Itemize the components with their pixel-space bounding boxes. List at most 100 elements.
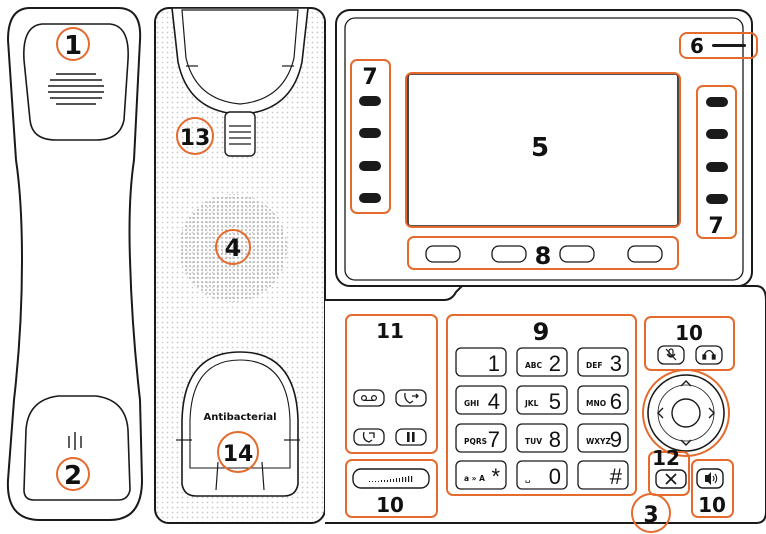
transfer-key — [395, 389, 427, 407]
dial-key-letters: JKL — [524, 399, 539, 408]
dial-key-digit: 9 — [610, 427, 622, 452]
nav-down-icon — [680, 439, 692, 446]
speakerphone-key[interactable] — [696, 468, 724, 489]
line-key-8 — [706, 194, 728, 204]
callout-box-12 — [648, 451, 690, 496]
line-key-7 — [706, 162, 728, 172]
line-key-5 — [706, 97, 728, 107]
dial-key-digit: 8 — [549, 427, 561, 452]
mute-key[interactable] — [657, 345, 685, 365]
left-line-keys[interactable] — [359, 96, 381, 203]
callout-boxes — [56, 27, 758, 533]
line-key-2 — [359, 128, 381, 138]
callout-circle-3 — [631, 493, 671, 533]
line-key-6 — [706, 129, 728, 139]
line-key-3 — [359, 161, 381, 171]
callout-box-5 — [405, 72, 681, 228]
dial-key-letters: PQRS — [464, 437, 487, 446]
callout-circle-1 — [56, 27, 90, 61]
dial-key-letters: DEF — [586, 361, 602, 370]
dial-key-2[interactable]: 2 ABC — [516, 347, 568, 377]
callout-10-speaker: 10 — [698, 493, 726, 517]
nav-right-icon — [708, 407, 715, 419]
dial-key-letters: TUV — [525, 437, 542, 446]
right-line-keys[interactable] — [706, 97, 728, 204]
callout-11: 11 — [376, 319, 404, 343]
cancel-key[interactable] — [655, 469, 687, 489]
hookswitch-icon[interactable] — [224, 111, 256, 157]
soft-key-1 — [425, 245, 461, 263]
transfer-icon — [404, 392, 419, 404]
line-key-4 — [359, 193, 381, 203]
microphone-slots — [68, 432, 82, 450]
speaker-grille — [179, 194, 287, 302]
antibacterial-label: Antibacterial — [204, 412, 277, 423]
dial-key-1[interactable]: 1 — [455, 347, 507, 377]
cancel-icon — [665, 473, 677, 485]
callout-10-mute: 10 — [675, 321, 703, 345]
headset-key[interactable] — [695, 345, 723, 365]
redial-key — [353, 428, 385, 446]
soft-keys[interactable] — [425, 245, 663, 263]
callout-6: 6 — [690, 34, 704, 58]
dial-key-8[interactable]: 8 TUV — [516, 423, 568, 453]
callout-box-8 — [407, 236, 679, 270]
callout-box-7-left — [350, 59, 391, 214]
nav-up-icon — [680, 380, 692, 387]
redial-icon — [362, 431, 375, 443]
callout-4: 4 — [225, 234, 242, 262]
callout-8: 8 — [535, 242, 552, 270]
volume-key[interactable] — [352, 468, 430, 489]
callout-10-volume: 10 — [376, 493, 404, 517]
callout-12: 12 — [652, 446, 680, 470]
voicemail-key — [353, 389, 385, 407]
dial-key-letters: ABC — [525, 361, 543, 370]
callout-7-left: 7 — [362, 65, 377, 90]
callout-circle-13 — [176, 117, 214, 155]
callout-circle-14 — [217, 431, 259, 473]
mute-icon — [665, 348, 677, 361]
dial-key-letters: ␣ — [525, 474, 530, 483]
dial-key-star[interactable]: *a » A — [455, 460, 507, 490]
dial-key-digit: 4 — [488, 389, 500, 414]
base-left-column: Antibacterial — [154, 7, 326, 524]
earpiece-speaker-slots — [48, 73, 104, 105]
dial-key-0[interactable]: 0␣ — [516, 460, 568, 490]
handset-mouthpiece — [23, 395, 131, 501]
callout-13: 13 — [180, 126, 211, 151]
callout-box-10-speaker — [691, 459, 734, 518]
ok-key — [671, 398, 701, 428]
volume-bar-icon — [369, 476, 413, 482]
callout-box-7-right — [696, 85, 737, 239]
soft-key-4 — [627, 245, 663, 263]
callout-box-9 — [446, 314, 637, 496]
dial-key-digit: 2 — [549, 351, 561, 376]
callout-9: 9 — [533, 318, 550, 346]
callout-box-6 — [679, 32, 758, 59]
callout-1: 1 — [64, 31, 82, 61]
navigation-ring-icon[interactable] — [647, 374, 725, 452]
handset-earpiece — [23, 23, 129, 141]
callout-14: 14 — [223, 442, 254, 467]
callout-2: 2 — [64, 461, 82, 491]
dial-key-4[interactable]: 4 GHI — [455, 385, 507, 415]
dial-key-digit: # — [610, 464, 623, 489]
soft-key-2 — [491, 245, 527, 263]
feature-keys[interactable] — [353, 389, 427, 446]
dial-key-digit: 1 — [488, 351, 500, 376]
nav-left-icon — [657, 407, 664, 419]
handset[interactable] — [6, 7, 144, 521]
line-key-1 — [359, 96, 381, 106]
dial-key-hash[interactable]: # — [577, 460, 629, 490]
dial-key-letters: GHI — [464, 399, 479, 408]
dial-key-letters: WXYZ — [586, 437, 611, 446]
dial-key-letters: MNO — [586, 399, 606, 408]
callout-3: 3 — [643, 503, 658, 528]
